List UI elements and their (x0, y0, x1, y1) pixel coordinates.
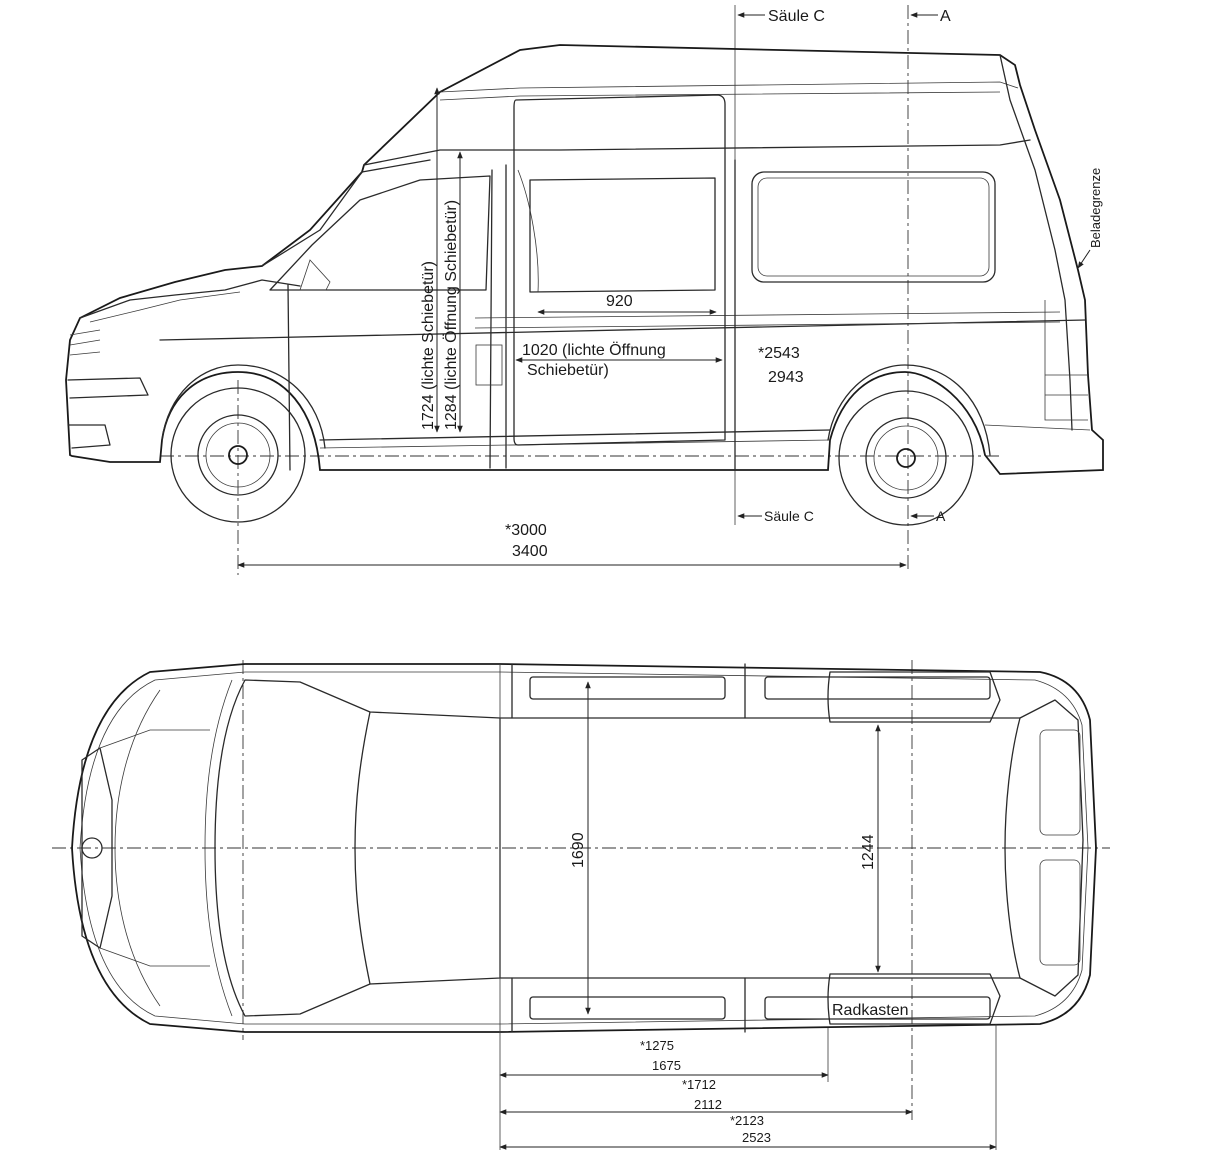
saeule-c-bottom-label: Säule C (764, 508, 814, 524)
dim-1284-label: 1284 (lichte Öffnung Schiebetür) (442, 200, 460, 430)
van-top-outline (71, 663, 1097, 1033)
front-wheel-tire (170, 387, 306, 523)
top-rear-hatch-lower (1039, 859, 1081, 966)
top-window-strip-1 (529, 676, 726, 700)
windscreen (261, 159, 431, 267)
front-wheel-rim (197, 414, 279, 496)
grille (69, 329, 101, 356)
top-window-strip-4 (764, 996, 991, 1020)
dim-1712-label: *1712 (682, 1077, 716, 1092)
rear-door-edge (1044, 300, 1088, 421)
dim-1020-label-line1: 1020 (lichte Öffnung (522, 341, 666, 359)
door-pillar-curve (517, 169, 539, 293)
roof-line (363, 139, 1031, 166)
marker-a-bottom-label: A (936, 508, 946, 524)
dim-1690-label: 1690 (570, 832, 587, 868)
side-view: Säule C A Säule C A Beladegrenze 1724 (l… (65, 5, 1104, 575)
outline-inner (79, 671, 1089, 1025)
moulding-1 (474, 311, 1061, 319)
top-window-strip-2 (764, 676, 991, 700)
dim-1724-label: 1724 (lichte Schiebetür) (420, 261, 437, 430)
dim-2112-label: 2112 (694, 1097, 722, 1112)
sliding-door-outline (513, 94, 726, 446)
top-roof-front (354, 711, 371, 985)
beladegrenze-label: Beladegrenze (1088, 168, 1103, 248)
dim-1244-label: 1244 (860, 834, 877, 870)
moulding-2 (474, 321, 1061, 329)
top-hood-edge (114, 689, 161, 1007)
beladegrenze-leader (1077, 249, 1091, 269)
rear-light (1045, 374, 1088, 396)
dim-2123-label: *2123 (730, 1113, 764, 1128)
marker-a-top-label: A (940, 8, 951, 25)
front-wheel-arch (161, 364, 326, 449)
rear-wheel-tire (838, 390, 974, 526)
top-window-strip-3 (529, 996, 726, 1020)
radkasten-label: Radkasten (832, 1002, 909, 1019)
headlight (67, 377, 149, 399)
front-bumper (67, 424, 111, 449)
top-wheelbox-upper (827, 671, 1001, 723)
top-hood-contour (99, 729, 210, 967)
top-rear-hatch-upper (1039, 729, 1081, 836)
roof-crown (439, 91, 1001, 101)
front-wheel-hub (228, 445, 248, 465)
rear-wheel-rim-inner (873, 425, 939, 491)
dim-920-label: 920 (606, 293, 633, 310)
saeule-c-top-label: Säule C (768, 8, 825, 25)
rear-side-window-inner (757, 177, 990, 277)
dim-2543-label: *2543 (758, 345, 800, 362)
hood-line-2 (89, 291, 241, 323)
top-view: 1690 1244 Radkasten *1275 1675 *1712 211… (52, 660, 1110, 1150)
front-wheel-rim-inner (205, 422, 271, 488)
rear-wheel-arch (827, 364, 991, 456)
dim-2523-label: 2523 (742, 1130, 771, 1145)
dim-3400-label: 3400 (512, 543, 548, 560)
rear-wheel-hub (896, 448, 916, 468)
roof-line-inner (439, 81, 1019, 93)
top-windscreen (214, 679, 501, 1017)
front-side-window (269, 175, 491, 291)
rear-pillar (999, 54, 1073, 431)
dim-1020-label-line2: Schiebetür) (527, 362, 609, 379)
mirror (299, 259, 331, 291)
top-rear-roof (1004, 699, 1084, 997)
top-a-pillar (204, 679, 233, 1017)
sliding-door-window (529, 177, 716, 293)
front-door-handle (475, 344, 503, 386)
dim-1675-label: 1675 (652, 1058, 681, 1073)
dim-2943-label: 2943 (768, 369, 804, 386)
van-side-outline (65, 44, 1104, 475)
front-door-edge (287, 284, 291, 471)
sill-line (319, 429, 831, 441)
b-pillar (489, 169, 493, 469)
dim-1275-label: *1275 (640, 1038, 674, 1053)
top-wheelbox-lower (827, 973, 1001, 1025)
hood-line (79, 279, 301, 319)
rear-side-window (751, 171, 996, 283)
dim-3000-label: *3000 (505, 522, 547, 539)
rear-wheel-rim (865, 417, 947, 499)
top-badge (81, 837, 103, 859)
sill-line-3 (984, 424, 1091, 431)
